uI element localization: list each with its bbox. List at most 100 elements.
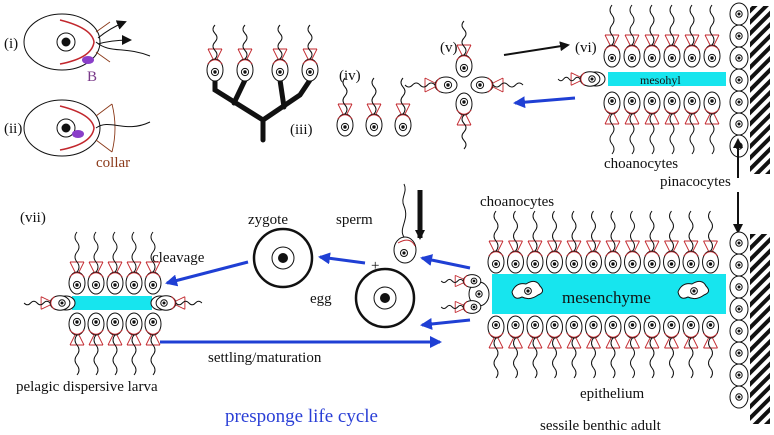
choanocyte-cell	[585, 210, 602, 274]
choanocyte-cell	[144, 231, 162, 295]
choanocyte-cell	[703, 4, 721, 68]
label-b: B	[87, 69, 97, 85]
label-vi: (vi)	[575, 40, 597, 56]
choanocyte-cell	[507, 210, 524, 274]
choanocyte-cell	[663, 91, 681, 155]
label-mesenchyme: mesenchyme	[562, 288, 651, 307]
choanocyte-cell	[624, 210, 641, 274]
bacterium-icon	[72, 130, 84, 138]
choanocyte-cell	[440, 300, 482, 314]
larva	[23, 231, 203, 376]
label-epithelium: epithelium	[580, 386, 644, 402]
label-cleavage: cleavage	[152, 250, 205, 266]
choanocyte-cell	[455, 92, 473, 150]
arrow-gametes-to-zygote	[318, 252, 366, 265]
choanocyte-cell	[394, 77, 412, 137]
label-egg: egg	[310, 291, 332, 307]
choanocyte-cell	[682, 210, 700, 274]
arrow-adult-to-egg	[420, 317, 471, 330]
choanocyte-cell	[565, 210, 583, 274]
choanocyte-cell	[623, 91, 641, 155]
choanocyte-cell	[702, 210, 719, 274]
arrow-adult-to-sperm	[420, 254, 471, 270]
pinacocyte-cell	[729, 24, 749, 48]
label-i: (i)	[4, 36, 18, 52]
choanocyte-cell	[703, 91, 721, 155]
choanocyte-cell	[440, 274, 482, 288]
choanocyte-cell	[526, 315, 544, 379]
choanocyte-cell	[507, 315, 524, 379]
panel-v-rosette	[404, 20, 524, 150]
pinacocyte-cell	[729, 363, 749, 387]
substrate-upper	[750, 6, 770, 174]
label-sperm: sperm	[336, 212, 373, 228]
choanocyte-cell	[604, 210, 622, 274]
choanocyte-cell	[487, 315, 505, 379]
pinacocyte-cell	[729, 68, 749, 92]
pinacocyte-cell	[729, 90, 749, 114]
choanocyte-cell	[663, 210, 680, 274]
choanocyte-cell	[643, 4, 661, 68]
label-choanocytes-top: choanocytes	[604, 156, 678, 172]
choanocyte-cell	[663, 315, 680, 379]
label-pinacocytes: pinacocytes	[660, 174, 731, 190]
choanocyte-cell	[455, 20, 473, 78]
panel-iv-colony	[336, 77, 412, 137]
label-settling: settling/maturation	[208, 350, 322, 366]
choanocyte-cell	[624, 315, 641, 379]
label-iii: (iii)	[290, 122, 313, 138]
label-mesohyl: mesohyl	[640, 73, 681, 87]
label-collar: collar	[96, 155, 130, 171]
sperm-cell	[393, 183, 417, 264]
zygote	[252, 227, 314, 289]
pinacocyte-cell	[729, 319, 749, 343]
choanocyte-cell	[106, 231, 124, 295]
choanocyte-cell	[404, 76, 458, 94]
choanocyte-cell	[365, 77, 383, 137]
label-iv: (iv)	[339, 68, 361, 84]
choanocyte-cell	[643, 315, 661, 379]
choanocyte-cell	[643, 91, 661, 155]
amoebocyte-cell	[677, 280, 710, 300]
pinacocyte-cell	[729, 297, 749, 321]
substrate-lower	[750, 234, 770, 424]
choanocyte-cell	[585, 315, 602, 379]
choanocyte-cell	[603, 4, 621, 68]
choanocyte-cell	[236, 24, 254, 82]
label-adult: sessile benthic adult	[540, 418, 662, 434]
choanocyte-cell	[604, 315, 622, 379]
pinacocyte-cell	[729, 231, 749, 255]
choanocyte-cell	[603, 91, 621, 155]
choanocyte-cell	[87, 312, 105, 376]
choanocyte-cell	[155, 295, 203, 311]
choanocyte-cell	[702, 315, 719, 379]
egg	[354, 267, 416, 329]
arrow-zygote-to-larva	[165, 260, 249, 287]
choanocyte-cell	[546, 210, 563, 274]
pinacocyte-cell	[729, 385, 749, 409]
panel-ii-cell	[23, 99, 151, 157]
adult-sponge	[440, 210, 749, 409]
choanocyte-cell	[565, 315, 583, 379]
label-plus: +	[371, 258, 379, 274]
pinacocyte-cell	[729, 112, 749, 136]
choanocyte-cell	[87, 231, 105, 295]
choanocyte-cell	[546, 315, 563, 379]
choanocyte-cell	[682, 315, 700, 379]
choanocyte-cell	[125, 231, 143, 295]
arrow-v-to-vi	[503, 41, 570, 56]
choanocyte-cell	[68, 312, 86, 376]
choanocyte-cell	[23, 295, 71, 311]
pinacocyte-cell	[468, 281, 490, 307]
choanocyte-cell	[643, 210, 661, 274]
figure-title: presponge life cycle	[225, 406, 378, 427]
panel-vi-sheet	[557, 2, 749, 158]
choanocyte-cell	[470, 76, 524, 94]
choanocyte-cell	[336, 77, 354, 137]
choanocyte-cell	[144, 312, 162, 376]
label-larva: pelagic dispersive larva	[16, 379, 158, 395]
pinacocyte-cell	[729, 2, 749, 26]
choanocyte-cell	[526, 210, 544, 274]
choanocyte-cell	[557, 71, 601, 87]
